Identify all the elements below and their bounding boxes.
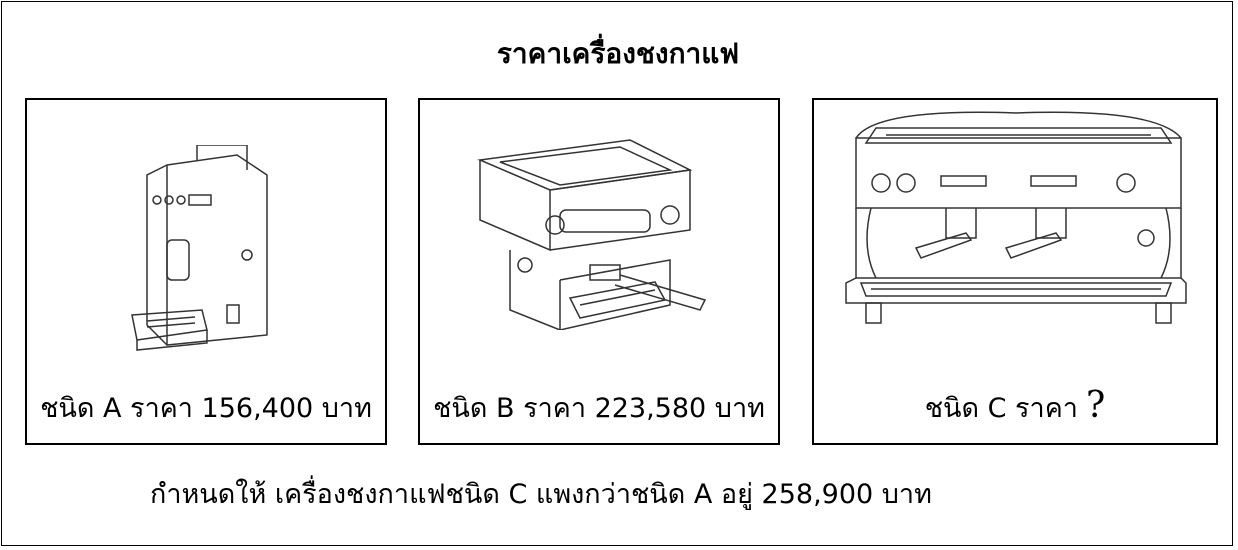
caption-machine-c-text: ชนิด C ราคา bbox=[924, 393, 1078, 424]
problem-statement: กำหนดให้ เครื่องชงกาแฟชนิด C แพงกว่าชนิด… bbox=[150, 479, 932, 510]
caption-machine-b: ชนิด B ราคา 223,580 บาท bbox=[433, 393, 765, 424]
unknown-price-mark: ? bbox=[1085, 385, 1106, 426]
coffee-machine-a-icon bbox=[131, 145, 268, 351]
coffee-machine-b-icon bbox=[477, 139, 707, 330]
page-title: ราคาเครื่องชงกาแฟ bbox=[496, 37, 740, 70]
caption-machine-c: ชนิด C ราคา? bbox=[814, 385, 1216, 429]
card-machine-c: ชนิด C ราคา? bbox=[812, 98, 1218, 445]
card-machine-b: ชนิด B ราคา 223,580 บาท bbox=[418, 98, 780, 445]
card-machine-a: ชนิด A ราคา 156,400 บาท bbox=[25, 98, 387, 445]
coffee-machine-c-icon bbox=[845, 111, 1187, 324]
caption-machine-a: ชนิด A ราคา 156,400 บาท bbox=[40, 393, 372, 424]
